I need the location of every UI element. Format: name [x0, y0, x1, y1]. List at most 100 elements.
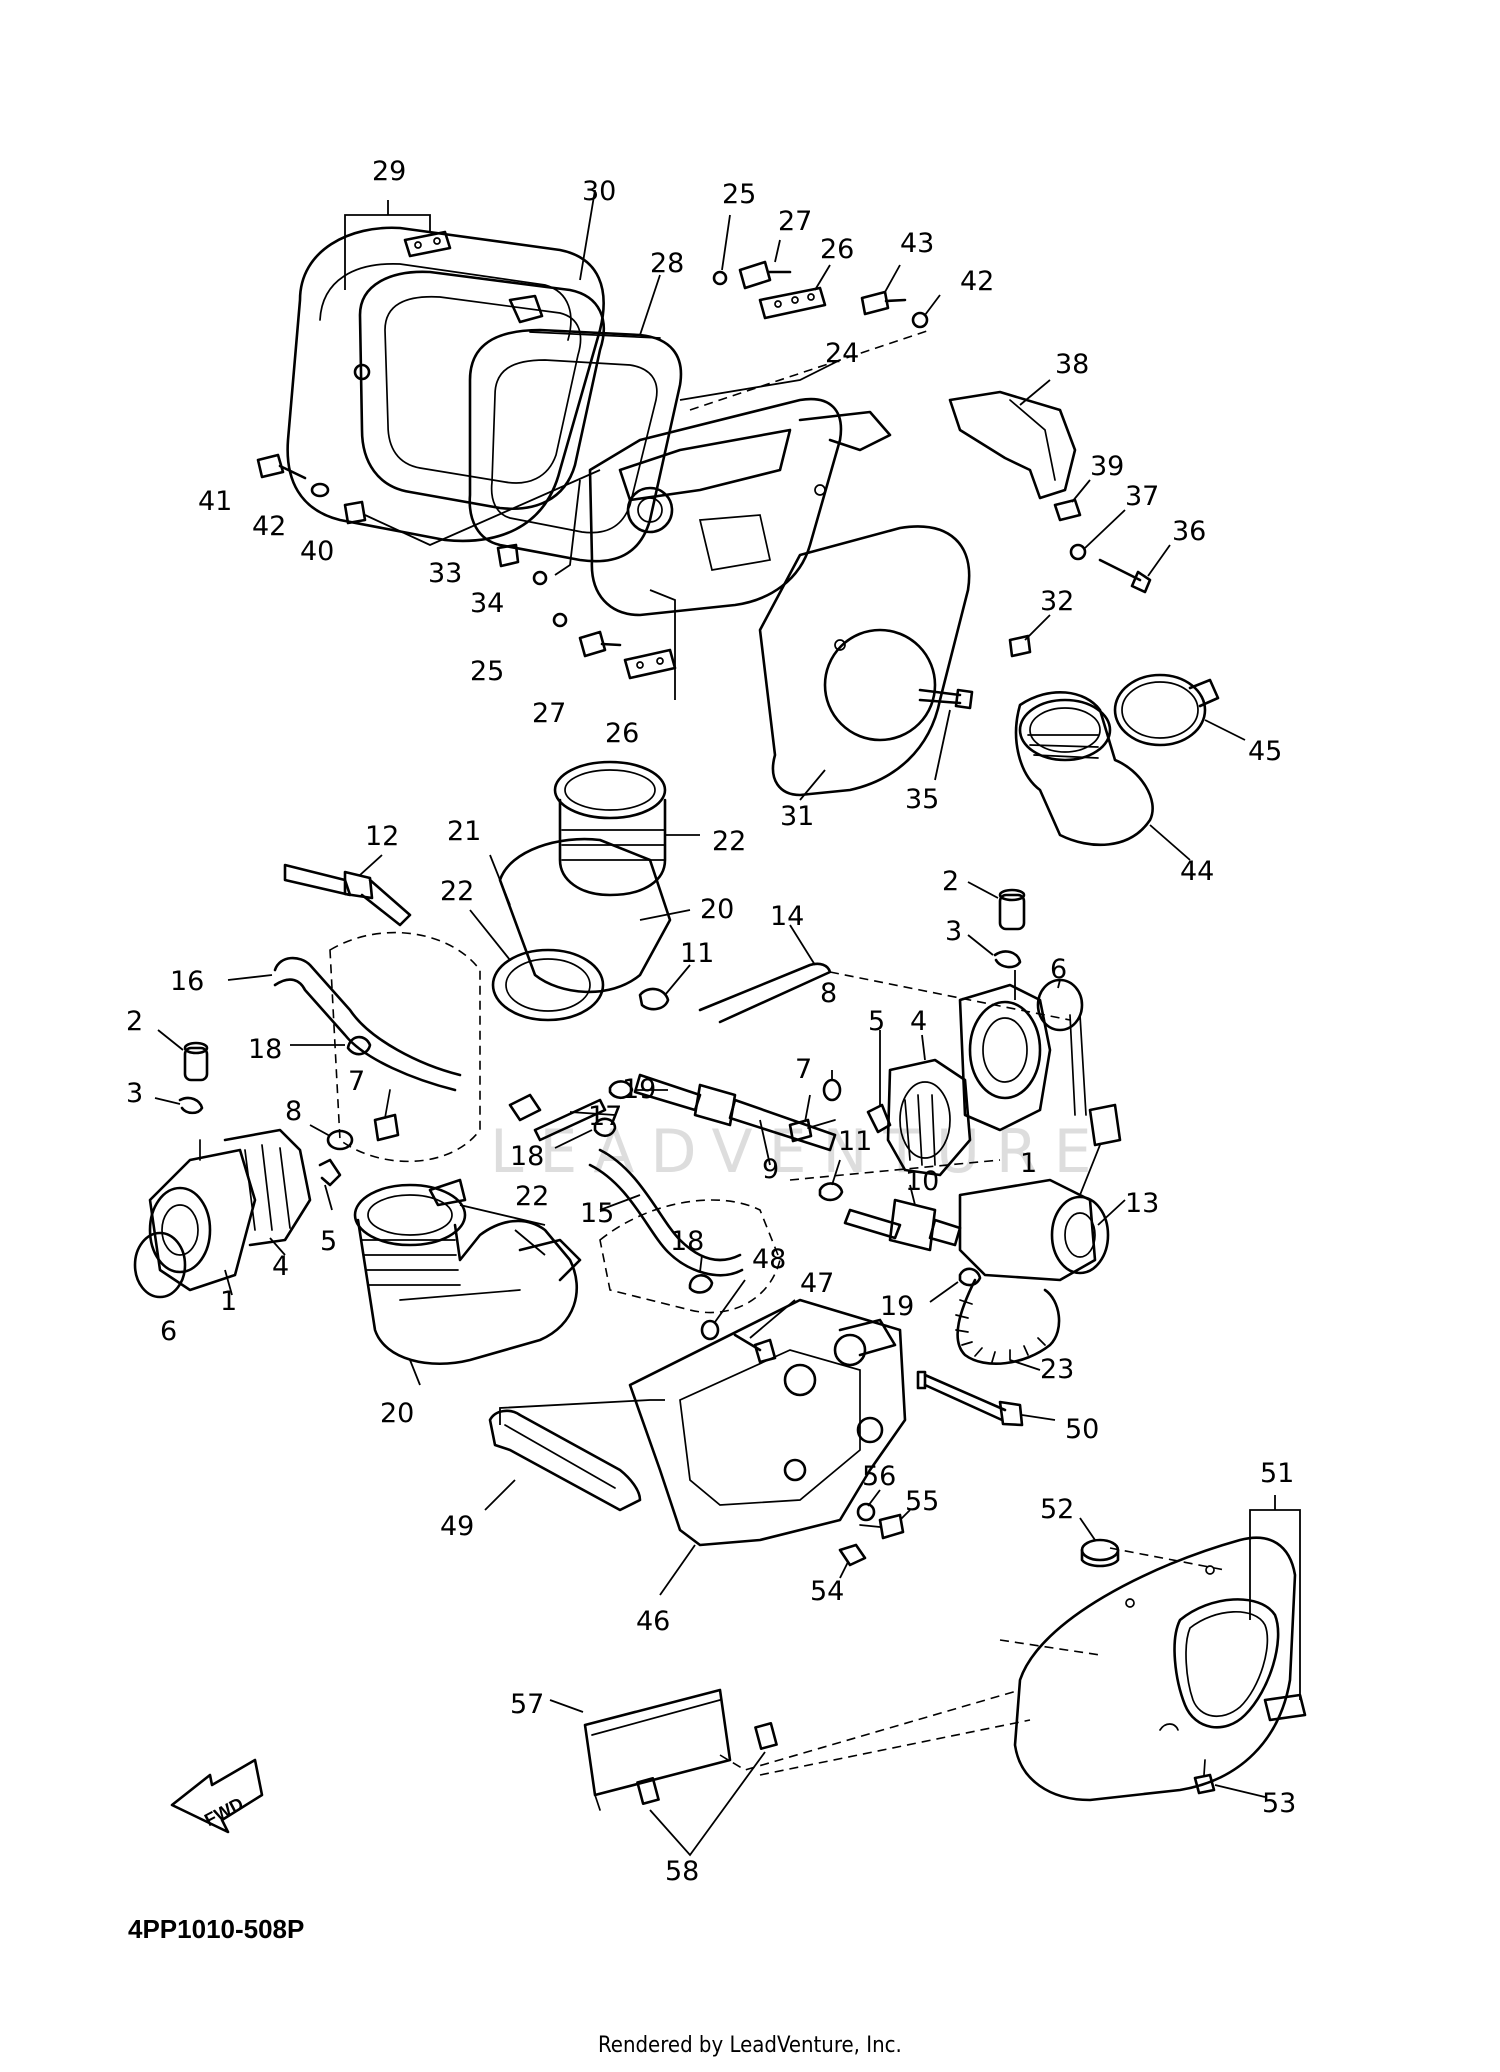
nut-54 [838, 1543, 867, 1567]
carb-outline-dashed [329, 931, 481, 1163]
leader-48 [714, 1279, 746, 1323]
vacuum-pipe-12 [283, 863, 412, 927]
pipe-10 [843, 1198, 962, 1252]
label-7-left: 7 [348, 1066, 365, 1097]
label-24: 24 [825, 338, 859, 369]
label-2-right: 2 [942, 866, 959, 897]
label-18-center: 18 [510, 1141, 544, 1172]
label-21: 21 [447, 816, 481, 847]
label-13: 13 [1125, 1188, 1159, 1219]
hose-14 [698, 962, 832, 1024]
air-cleaner-cover-left [286, 226, 605, 543]
leader-4-left [269, 1237, 286, 1256]
leader-39 [1071, 479, 1091, 503]
bolt-32-35 [918, 634, 1032, 710]
label-11-lower: 11 [838, 1126, 872, 1157]
leader-14 [789, 924, 816, 966]
air-box-frame-28 [468, 328, 683, 563]
label-31: 31 [780, 801, 814, 832]
hose-16 [273, 956, 462, 1077]
label-25-top: 25 [722, 179, 756, 210]
leader-54 [839, 1561, 849, 1579]
label-52: 52 [1040, 1494, 1074, 1525]
label-9: 9 [762, 1154, 779, 1185]
insulator-1-right [958, 983, 1052, 1132]
leader-49 [484, 1479, 516, 1511]
clamp-ring-45 [1113, 673, 1220, 747]
watermark-text: LEADVENTURE [490, 1117, 1108, 1187]
label-3-right: 3 [945, 916, 962, 947]
bracket-38 [948, 390, 1077, 500]
screw-7-center [788, 1118, 813, 1143]
leader-32 [1024, 614, 1051, 641]
clip-18-center [593, 1117, 617, 1138]
grommet-52 [1080, 1538, 1120, 1568]
leader-35 [934, 709, 951, 781]
label-26-top: 26 [820, 234, 854, 265]
leader-1-left [224, 1269, 233, 1296]
label-18-left: 18 [248, 1034, 282, 1065]
clip-18-left [346, 1035, 372, 1056]
label-39: 39 [1090, 451, 1124, 482]
cap-6-left [133, 1231, 187, 1299]
label-26-lower: 26 [605, 718, 639, 749]
leader-50 [1021, 1414, 1056, 1421]
leader-43 [884, 264, 901, 293]
label-46: 46 [636, 1606, 670, 1637]
label-5-left: 5 [320, 1226, 337, 1257]
label-45: 45 [1248, 736, 1282, 767]
leader-30 [579, 189, 596, 281]
leader-26-lower [649, 589, 676, 700]
leader-27-top [774, 239, 781, 263]
label-11-top: 11 [680, 938, 714, 969]
leader-11-lower [831, 1159, 841, 1186]
label-1-right: 1 [1020, 1148, 1037, 1179]
leader-34-line [554, 479, 581, 576]
label-35: 35 [905, 784, 939, 815]
label-16: 16 [170, 966, 204, 997]
rod-49 [488, 1399, 665, 1512]
cover-31 [758, 525, 971, 797]
label-7-center: 7 [795, 1054, 812, 1085]
leader-9 [759, 1119, 771, 1166]
wire-coil-23 [956, 1278, 1061, 1366]
leader-22-mid [469, 909, 511, 961]
leader-44 [1149, 824, 1191, 861]
label-14: 14 [770, 901, 804, 932]
hose-17 [508, 1093, 607, 1142]
screw-7-center-shaft [807, 1119, 836, 1129]
label-56: 56 [862, 1461, 896, 1492]
leader-56 [867, 1489, 881, 1507]
leader-40-line [364, 469, 601, 546]
dash-57-58 [719, 1689, 1021, 1771]
leader-5-left [324, 1184, 333, 1211]
clip-3-right [993, 950, 1022, 969]
label-43: 43 [900, 228, 934, 259]
footer-rendered-by: Rendered by LeadVenture, Inc. [598, 2033, 902, 2058]
label-44: 44 [1180, 856, 1214, 887]
leader-36 [1147, 544, 1171, 577]
leader-37 [1084, 509, 1126, 549]
leader-23 [1009, 1359, 1041, 1371]
cap-6-right [1036, 978, 1084, 1032]
label-28: 28 [650, 248, 684, 279]
bolt-set-left [256, 453, 367, 525]
label-10: 10 [905, 1166, 939, 1197]
label-2-left: 2 [126, 1006, 143, 1037]
label-42-left: 42 [252, 511, 286, 542]
label-22-mid: 22 [440, 876, 474, 907]
leader-16 [227, 974, 273, 981]
hose-15-inner [588, 1163, 744, 1277]
filter-element-30 [358, 270, 605, 510]
label-50: 50 [1065, 1414, 1099, 1445]
label-51: 51 [1260, 1458, 1294, 1489]
bolt-50 [916, 1370, 1024, 1427]
leader-53 [1214, 1784, 1266, 1798]
screw-set-top [712, 260, 929, 329]
label-12: 12 [365, 821, 399, 852]
leader-57 [549, 1699, 584, 1713]
clamp-4-left [223, 1128, 312, 1247]
screw-set-lower [552, 612, 677, 680]
leader-12 [359, 854, 383, 876]
screw-set-right [1053, 498, 1152, 594]
